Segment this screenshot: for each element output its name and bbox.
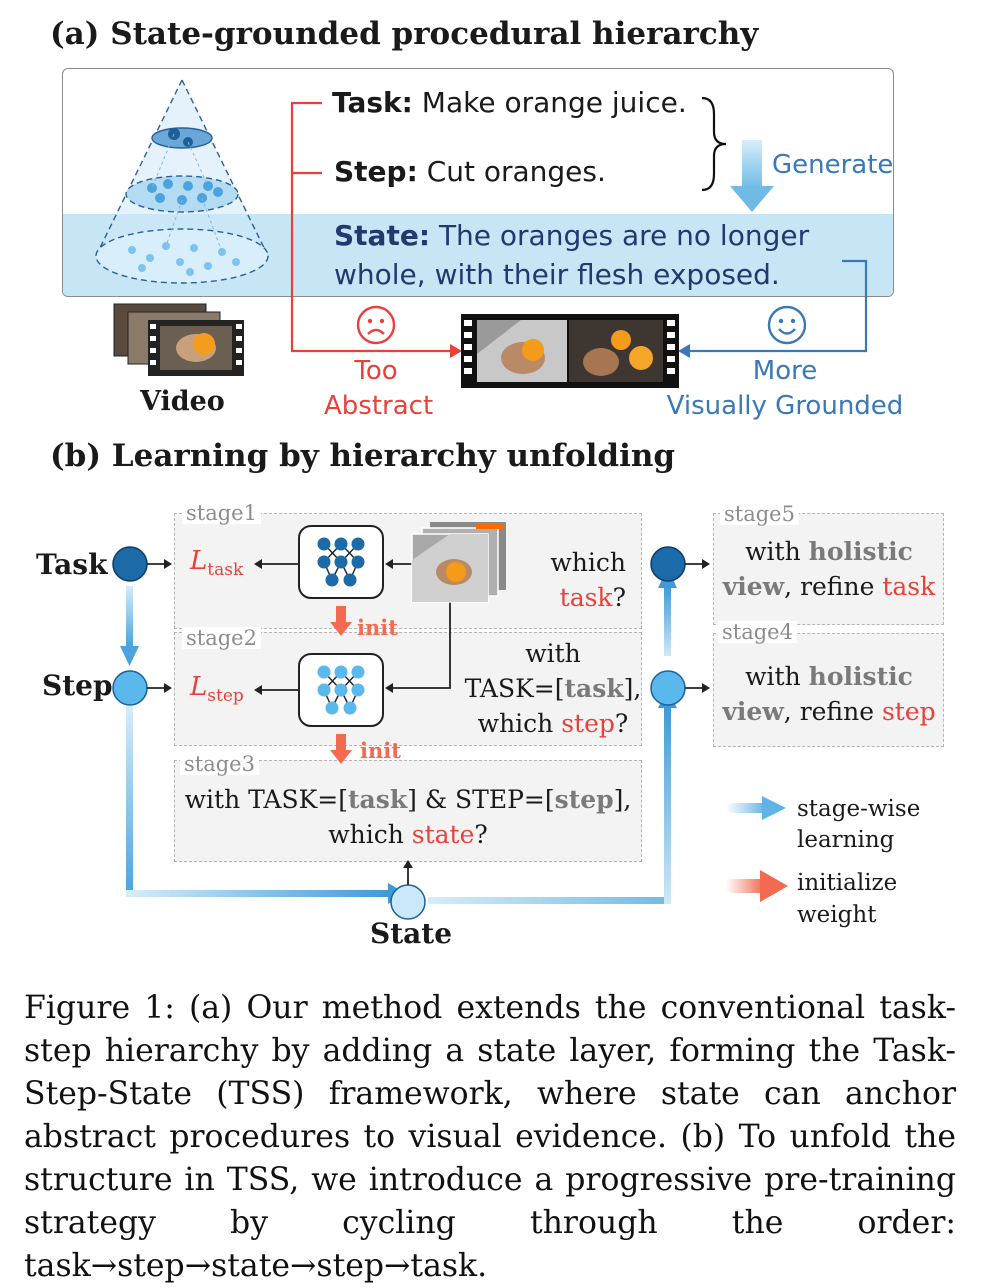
- stage5-holistic: holistic: [808, 537, 913, 566]
- sad-face-icon: [356, 305, 396, 345]
- section-a-title: (a) State-grounded procedural hierarchy: [50, 16, 759, 52]
- stage5-label: stage5: [720, 503, 799, 525]
- generate-label: Generate: [772, 150, 894, 180]
- stage2-q2c: ],: [623, 674, 642, 703]
- hierarchy-cone-icon: [95, 79, 269, 284]
- network-icon-1: [298, 525, 384, 599]
- task-label: Task:: [332, 86, 413, 119]
- stage1-q-task: task: [559, 583, 613, 612]
- stage4-d: , refine: [783, 697, 882, 726]
- stage3-q-state: state: [411, 820, 475, 849]
- stage4-a: with: [745, 662, 809, 691]
- task-line: Task: Make orange juice.: [332, 86, 687, 119]
- abstract-text: Abstract: [324, 391, 434, 421]
- stage4-box: [713, 633, 944, 747]
- state-line1: The oranges are no longer: [438, 219, 810, 252]
- state-label: State:: [334, 219, 431, 252]
- stage3-qf: which: [328, 820, 412, 849]
- stage2-q3c: ?: [614, 709, 629, 738]
- stage4-view: view: [722, 697, 784, 726]
- stage3-qh: ?: [474, 820, 488, 849]
- legend-stagewise-2: learning: [797, 827, 895, 853]
- stage4-label: stage4: [718, 621, 797, 643]
- task-loss-sub: task: [207, 560, 244, 581]
- legend-init: initialize weight: [797, 867, 897, 931]
- stage3-box: [174, 760, 642, 862]
- video-stack-icon: [113, 303, 244, 376]
- network-icon-2: [298, 653, 384, 727]
- init-label-1: init: [357, 615, 398, 640]
- more-text: More: [752, 356, 818, 386]
- step-loss: Lstep: [190, 672, 244, 706]
- too-text: Too: [354, 356, 398, 386]
- legend-init-1: initialize: [797, 870, 898, 896]
- stage1-q1: which: [550, 548, 626, 577]
- step-loss-sub: step: [207, 686, 244, 707]
- stage2-q-task: task: [564, 674, 624, 703]
- task-loss: Ltask: [190, 546, 243, 580]
- stage2-box: [174, 632, 642, 746]
- stage3-question: with TASK=[task] & STEP=[step], which st…: [176, 782, 640, 852]
- stage1-question: which task?: [530, 545, 640, 615]
- stage5-text: with holistic view, refine task: [713, 534, 945, 604]
- section-b-title: (b) Learning by hierarchy unfolding: [50, 438, 676, 474]
- video-label: Video: [140, 386, 225, 417]
- brace-icon: [701, 96, 727, 192]
- abstract-connector: [290, 101, 462, 358]
- legend-init-2: weight: [797, 902, 877, 928]
- legend-stagewise: stage-wise learning: [797, 794, 920, 856]
- stage3-qc: ] & STEP=[: [407, 785, 555, 814]
- more-grounded-label: More Visually Grounded: [660, 354, 910, 424]
- stage5-box: [713, 513, 944, 625]
- hierarchy-flow-diagram: [112, 522, 788, 920]
- stage5-a: with: [745, 537, 809, 566]
- stage3-qe: ],: [613, 785, 632, 814]
- smiley-face-icon: [767, 305, 807, 345]
- step-label: Step:: [334, 155, 418, 188]
- state-node-label: State: [370, 917, 453, 950]
- stage3-q-step: step: [554, 785, 614, 814]
- stage5-view: view: [722, 572, 785, 601]
- stage3-q-task: task: [348, 785, 408, 814]
- stage5-task: task: [882, 572, 936, 601]
- stage2-q-step: step: [561, 709, 615, 738]
- task-loss-main: L: [190, 546, 208, 576]
- figure-caption: Figure 1: (a) Our method extends the con…: [24, 990, 956, 1284]
- stage2-q2a: TASK=[: [464, 674, 565, 703]
- step-text: Cut oranges.: [426, 155, 606, 188]
- grounded-video-frames: [461, 314, 679, 388]
- visually-grounded-text: Visually Grounded: [666, 391, 904, 421]
- stage4-text: with holistic view, refine step: [713, 659, 945, 729]
- step-loss-main: L: [190, 672, 208, 702]
- grounded-connector: [678, 259, 868, 358]
- generate-arrow-icon: [730, 140, 774, 212]
- stage1-q-mark: ?: [612, 583, 626, 612]
- stage2-q3a: which: [477, 709, 562, 738]
- task-node-label: Task: [36, 548, 108, 581]
- stage1-box: [174, 513, 642, 629]
- step-node-label: Step: [42, 669, 113, 702]
- task-text: Make orange juice.: [421, 86, 687, 119]
- stage3-qa: with TASK=[: [184, 785, 348, 814]
- stage4-holistic: holistic: [808, 662, 913, 691]
- legend-stagewise-1: stage-wise: [797, 796, 921, 822]
- init-label-2: init: [360, 738, 401, 763]
- stage2-question: with TASK=[task], which step?: [462, 636, 644, 741]
- stage4-step: step: [881, 697, 936, 726]
- stage5-d: , refine: [784, 572, 883, 601]
- step-line: Step: Cut oranges.: [334, 155, 606, 188]
- state-line2: whole, with their flesh exposed.: [334, 258, 780, 291]
- stage1-label: stage1: [182, 502, 261, 524]
- stage2-q1: with: [525, 639, 581, 668]
- stage2-label: stage2: [182, 627, 261, 649]
- state-block: State: The oranges are no longer whole, …: [334, 216, 809, 294]
- too-abstract-label: Too Abstract: [324, 354, 434, 424]
- stage3-label: stage3: [180, 753, 259, 775]
